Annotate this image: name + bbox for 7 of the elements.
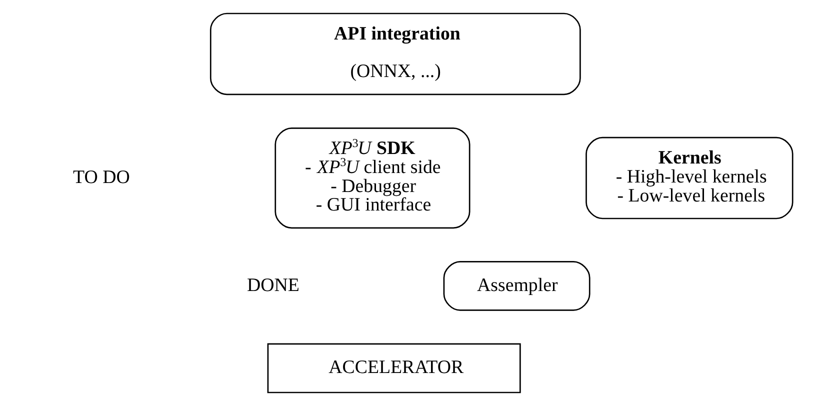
node-box: ACCELERATOR [267,343,521,394]
node-box: API integration (ONNX, ...) [210,12,581,96]
node-box: Kernels - High-level kernels - Low-level kernels [586,136,794,220]
node-box: XP$^{3}$U SDK - XP$^{3}$U client side - Debugger - GUI interface [274,127,470,229]
label: TO DO [73,167,130,188]
node-box: Assempler [443,261,590,311]
label: DONE [247,274,300,296]
